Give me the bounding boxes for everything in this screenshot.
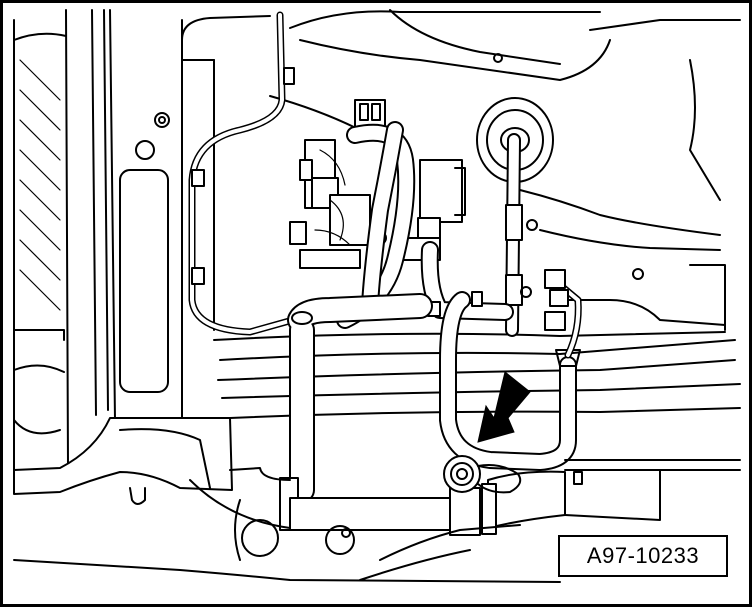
- right-connectors: [544, 269, 569, 331]
- left-wall-panel: [13, 9, 109, 471]
- hose-fitting: [443, 455, 522, 494]
- slot-panel: [109, 9, 183, 461]
- left-wiring-harness: [188, 11, 304, 336]
- figure-reference-label: A97-10233: [586, 543, 700, 568]
- bottom-details: [234, 499, 521, 581]
- left-duct: [13, 417, 561, 583]
- control-module: [289, 99, 466, 269]
- firewall-contours: [181, 9, 741, 331]
- grommet-wire: [505, 133, 538, 337]
- lower-pipe: [289, 459, 741, 536]
- figure-reference-box: A97-10233: [558, 535, 728, 577]
- u-hose: [439, 281, 582, 471]
- pointer-arrow: [477, 371, 531, 443]
